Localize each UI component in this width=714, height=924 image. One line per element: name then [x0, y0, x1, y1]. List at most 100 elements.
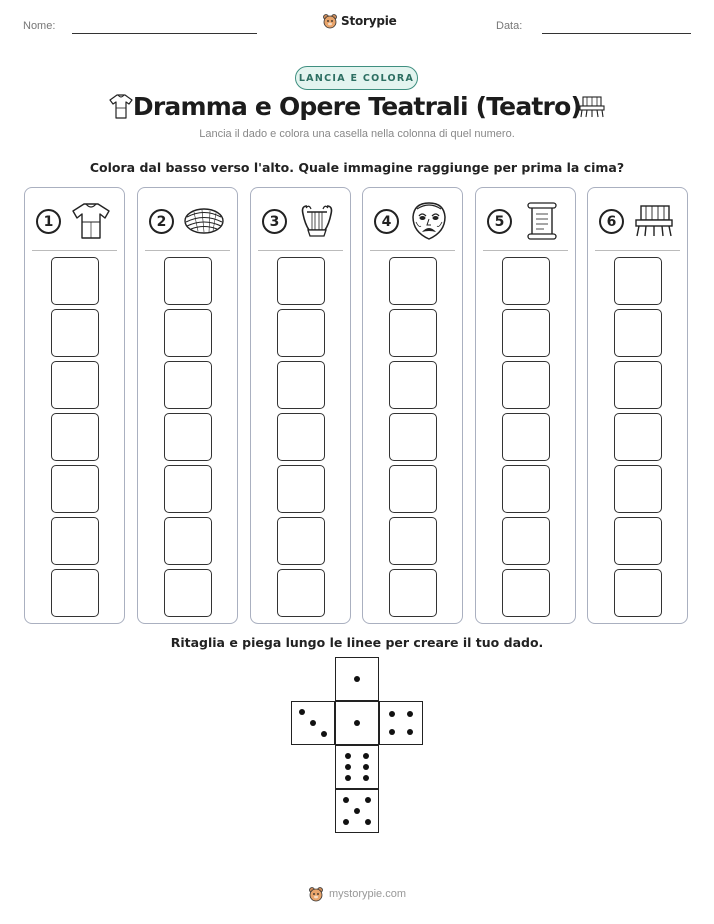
- color-box[interactable]: [614, 309, 662, 357]
- column-3: 3: [250, 187, 351, 624]
- die-pip: [407, 711, 413, 717]
- color-box[interactable]: [389, 361, 437, 409]
- color-box[interactable]: [614, 361, 662, 409]
- color-box[interactable]: [51, 257, 99, 305]
- color-box[interactable]: [164, 569, 212, 617]
- color-box[interactable]: [614, 517, 662, 565]
- column-6: 6: [587, 187, 688, 624]
- color-box[interactable]: [389, 413, 437, 461]
- date-line: [542, 33, 691, 34]
- color-box[interactable]: [614, 569, 662, 617]
- column-5: 5: [475, 187, 576, 624]
- column-number: 4: [374, 209, 399, 234]
- theatre-mask-icon: [412, 202, 446, 240]
- color-box[interactable]: [502, 309, 550, 357]
- color-box[interactable]: [164, 517, 212, 565]
- color-box[interactable]: [51, 569, 99, 617]
- color-box[interactable]: [277, 413, 325, 461]
- column-number: 3: [262, 209, 287, 234]
- storypie-bear-icon: [309, 887, 323, 902]
- column-separator: [32, 250, 117, 251]
- stage-bench-icon: [635, 205, 673, 237]
- color-box[interactable]: [502, 257, 550, 305]
- color-box[interactable]: [51, 361, 99, 409]
- date-label: Data:: [496, 20, 523, 32]
- color-box[interactable]: [614, 413, 662, 461]
- color-box[interactable]: [51, 309, 99, 357]
- scroll-icon: [527, 202, 557, 240]
- brand-name: Storypie: [341, 14, 397, 28]
- color-box[interactable]: [51, 465, 99, 513]
- color-box[interactable]: [502, 517, 550, 565]
- die-face-left: [291, 701, 335, 745]
- brand-logo: Storypie: [322, 13, 397, 29]
- die-pip: [345, 753, 351, 759]
- stage-bench-title-icon: [579, 96, 605, 118]
- color-box[interactable]: [614, 257, 662, 305]
- die-pip: [321, 731, 327, 737]
- column-1: 1: [24, 187, 125, 624]
- die-pip: [389, 729, 395, 735]
- name-line: [72, 33, 257, 34]
- color-box[interactable]: [389, 465, 437, 513]
- page-title: Dramma e Opere Teatrali (Teatro): [132, 92, 582, 121]
- color-box[interactable]: [389, 517, 437, 565]
- die-pip: [310, 720, 316, 726]
- die-pip: [365, 797, 371, 803]
- color-box[interactable]: [164, 257, 212, 305]
- die-pip: [299, 709, 305, 715]
- column-separator: [595, 250, 680, 251]
- die-pip: [354, 808, 360, 814]
- die-face-bottom: [335, 789, 379, 833]
- die-face-right: [379, 701, 423, 745]
- die-pip: [407, 729, 413, 735]
- color-box[interactable]: [164, 309, 212, 357]
- die-pip: [354, 676, 360, 682]
- column-2: 2: [137, 187, 238, 624]
- die-pip: [389, 711, 395, 717]
- die-pip: [354, 720, 360, 726]
- die-face-lower: [335, 745, 379, 789]
- column-separator: [370, 250, 455, 251]
- die-pip: [363, 753, 369, 759]
- color-box[interactable]: [389, 257, 437, 305]
- name-label: Nome:: [23, 20, 56, 32]
- column-number: 1: [36, 209, 61, 234]
- tunic-title-icon: [109, 94, 133, 119]
- color-box[interactable]: [277, 257, 325, 305]
- column-number: 5: [487, 209, 512, 234]
- instruction-text: Colora dal basso verso l'alto. Quale imm…: [89, 160, 625, 175]
- color-box[interactable]: [614, 465, 662, 513]
- lyre-icon: [301, 205, 333, 237]
- die-face-center: [335, 701, 379, 745]
- die-pip: [363, 764, 369, 770]
- color-box[interactable]: [502, 569, 550, 617]
- color-box[interactable]: [277, 361, 325, 409]
- color-box[interactable]: [164, 361, 212, 409]
- color-box[interactable]: [389, 309, 437, 357]
- die-pip: [345, 764, 351, 770]
- color-box[interactable]: [277, 569, 325, 617]
- color-box[interactable]: [164, 413, 212, 461]
- cut-instruction: Ritaglia e piega lungo le linee per crea…: [170, 635, 544, 650]
- activity-badge: LANCIA E COLORA: [295, 66, 418, 90]
- color-box[interactable]: [502, 465, 550, 513]
- color-box[interactable]: [164, 465, 212, 513]
- column-number: 6: [599, 209, 624, 234]
- die-pip: [343, 819, 349, 825]
- footer-url[interactable]: mystorypie.com: [329, 888, 407, 900]
- color-box[interactable]: [389, 569, 437, 617]
- tunic-icon: [72, 203, 110, 239]
- color-box[interactable]: [502, 361, 550, 409]
- color-box[interactable]: [51, 517, 99, 565]
- color-box[interactable]: [51, 413, 99, 461]
- color-box[interactable]: [277, 309, 325, 357]
- column-separator: [145, 250, 230, 251]
- die-face-top: [335, 657, 379, 701]
- color-box[interactable]: [502, 413, 550, 461]
- column-separator: [258, 250, 343, 251]
- die-pip: [345, 775, 351, 781]
- storypie-bear-icon: [323, 14, 337, 29]
- color-box[interactable]: [277, 517, 325, 565]
- color-box[interactable]: [277, 465, 325, 513]
